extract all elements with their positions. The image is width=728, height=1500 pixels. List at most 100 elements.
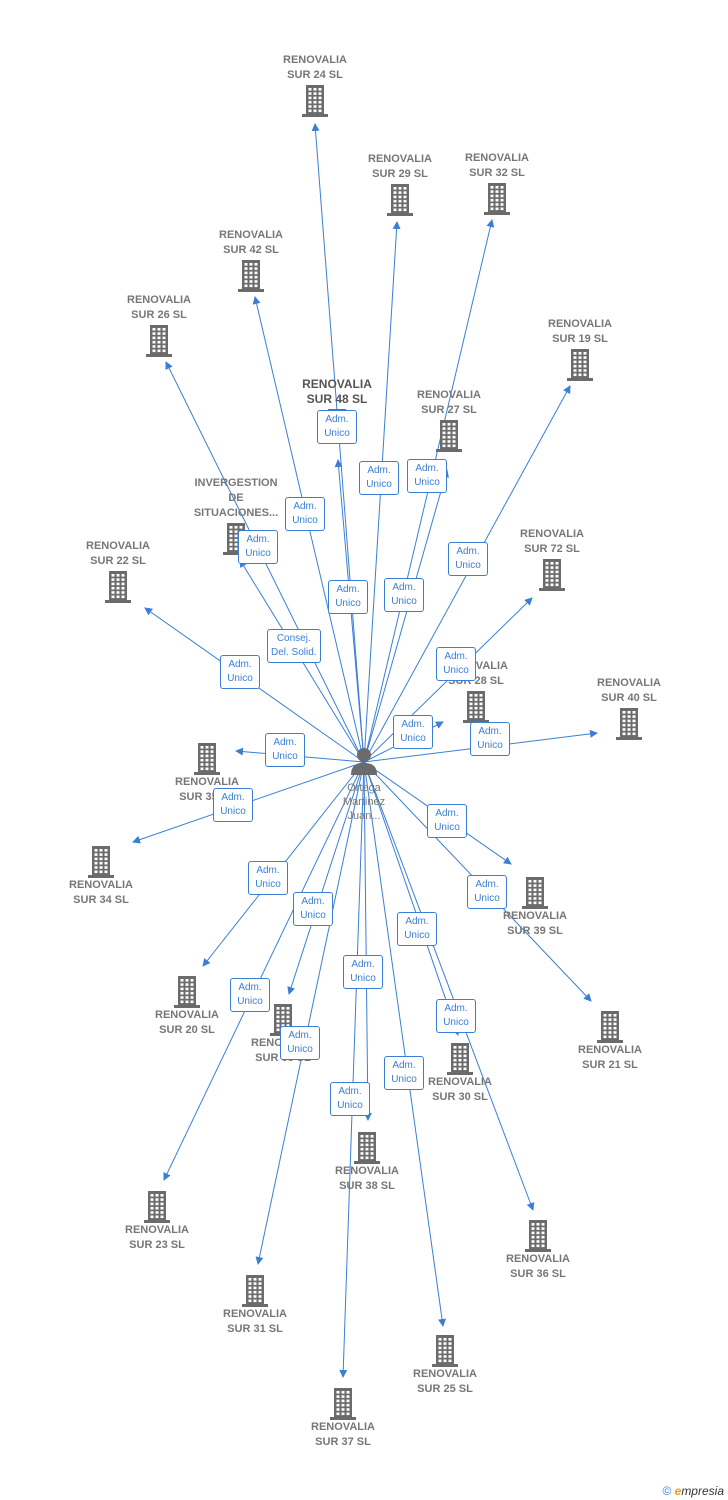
role-badge-sur39[interactable]: Adm. Unico [427, 804, 467, 838]
copyright-symbol: © [662, 1484, 672, 1498]
building-icon [597, 1011, 623, 1043]
company-label: RENOVALIA SUR 32 SL [465, 152, 529, 179]
company-node-sur27[interactable]: RENOVALIA SUR 27 SL [384, 388, 514, 452]
building-icon [354, 1132, 380, 1164]
edge-sur38 [363, 761, 372, 1121]
edge-sur30 [363, 761, 460, 1036]
company-node-sur37[interactable]: RENOVALIA SUR 37 SL [278, 1386, 408, 1450]
company-node-sur42[interactable]: RENOVALIA SUR 42 SL [186, 228, 316, 292]
company-node-sur31[interactable]: RENOVALIA SUR 31 SL [190, 1273, 320, 1337]
building-icon [484, 183, 510, 215]
company-label: RENOVALIA SUR 22 SL [86, 540, 150, 567]
company-label: RENOVALIA SUR 40 SL [597, 677, 661, 704]
role-badge-sur48[interactable]: Adm. Unico [328, 580, 368, 614]
company-node-sur20[interactable]: RENOVALIA SUR 20 SL [122, 974, 252, 1038]
company-node-sur22[interactable]: RENOVALIA SUR 22 SL [53, 539, 183, 603]
role-badge-sur42[interactable]: Adm. Unico [285, 497, 325, 531]
company-label: RENOVALIA SUR 38 SL [335, 1165, 399, 1192]
edge-sur23 [163, 761, 365, 1181]
building-icon [567, 349, 593, 381]
person-icon [351, 748, 377, 775]
building-icon [539, 559, 565, 591]
building-icon [302, 85, 328, 117]
edge-sur25 [363, 761, 446, 1327]
building-icon [144, 1191, 170, 1223]
building-icon [242, 1275, 268, 1307]
role-badge-sur72[interactable]: Adm. Unico [436, 647, 476, 681]
role-badge-sur22[interactable]: Adm. Unico [220, 655, 260, 689]
person-name: Ortega Martinez Juan... [342, 782, 386, 822]
company-node-sur34[interactable]: RENOVALIA SUR 34 SL [36, 844, 166, 908]
footer-credit: © empresia [662, 1484, 724, 1498]
company-label: RENOVALIA SUR 37 SL [311, 1421, 375, 1448]
building-icon [432, 1335, 458, 1367]
role-badge-sur29[interactable]: Adm. Unico [359, 461, 399, 495]
role-badge-sur26[interactable]: Consej. Del. Solid. [267, 629, 321, 663]
role-badge-sur27[interactable]: Adm. Unico [384, 578, 424, 612]
company-node-sur36[interactable]: RENOVALIA SUR 36 SL [473, 1218, 603, 1282]
role-badge-sur37[interactable]: Adm. Unico [330, 1082, 370, 1116]
building-icon [447, 1043, 473, 1075]
role-badge-sur30[interactable]: Adm. Unico [397, 912, 437, 946]
company-node-invergestion[interactable]: INVERGESTION DE SITUACIONES... [171, 476, 301, 555]
company-node-sur24[interactable]: RENOVALIA SUR 24 SL [250, 53, 380, 117]
company-label: RENOVALIA SUR 21 SL [578, 1044, 642, 1071]
building-icon [387, 184, 413, 216]
role-badge-sur25[interactable]: Adm. Unico [384, 1056, 424, 1090]
role-badge-sur35[interactable]: Adm. Unico [265, 733, 305, 767]
company-label: RENOVALIA SUR 25 SL [413, 1368, 477, 1395]
company-label: RENOVALIA SUR 36 SL [506, 1253, 570, 1280]
building-icon [238, 260, 264, 292]
company-label: RENOVALIA SUR 19 SL [548, 318, 612, 345]
company-label: RENOVALIA SUR 27 SL [417, 389, 481, 416]
company-label: RENOVALIA SUR 26 SL [127, 294, 191, 321]
company-node-sur25[interactable]: RENOVALIA SUR 25 SL [380, 1333, 510, 1397]
company-label: RENOVALIA SUR 31 SL [223, 1308, 287, 1335]
role-badge-sur36[interactable]: Adm. Unico [436, 999, 476, 1033]
company-node-sur32[interactable]: RENOVALIA SUR 32 SL [432, 151, 562, 215]
company-node-sur39[interactable]: RENOVALIA SUR 39 SL [470, 875, 600, 939]
role-badge-sur28[interactable]: Adm. Unico [393, 715, 433, 749]
role-badge-sur21[interactable]: Adm. Unico [467, 875, 507, 909]
company-node-sur40[interactable]: RENOVALIA SUR 40 SL [564, 676, 694, 740]
company-node-sur28[interactable]: RENOVALIA SUR 28 SL [411, 659, 541, 723]
role-badge-sur40[interactable]: Adm. Unico [470, 722, 510, 756]
person-node[interactable]: Ortega Martinez Juan... [319, 746, 409, 823]
role-badge-sur33[interactable]: Adm. Unico [293, 892, 333, 926]
building-icon [174, 976, 200, 1008]
edge-sur33 [287, 761, 365, 995]
role-badge-sur23[interactable]: Adm. Unico [230, 978, 270, 1012]
company-node-sur29[interactable]: RENOVALIA SUR 29 SL [335, 152, 465, 216]
company-label: RENOVALIA SUR 34 SL [69, 879, 133, 906]
company-label: RENOVALIA SUR 29 SL [368, 153, 432, 180]
building-icon [463, 691, 489, 723]
building-icon [330, 1388, 356, 1420]
brand-logo[interactable]: empresia [674, 1484, 724, 1498]
role-badge-sur38[interactable]: Adm. Unico [343, 955, 383, 989]
company-node-sur26[interactable]: RENOVALIA SUR 26 SL [94, 293, 224, 357]
role-badge-invergestion[interactable]: Adm. Unico [238, 530, 278, 564]
company-node-sur38[interactable]: RENOVALIA SUR 38 SL [302, 1130, 432, 1194]
role-badge-sur19[interactable]: Adm. Unico [448, 542, 488, 576]
building-icon [436, 420, 462, 452]
company-label: RENOVALIA SUR 42 SL [219, 229, 283, 256]
company-label: RENOVALIA SUR 72 SL [520, 528, 584, 555]
role-badge-sur20[interactable]: Adm. Unico [248, 861, 288, 895]
role-badge-sur32[interactable]: Adm. Unico [407, 459, 447, 493]
company-label: INVERGESTION DE SITUACIONES... [193, 477, 279, 519]
edge-sur37 [339, 761, 365, 1378]
company-label: RENOVALIA SUR 48 SL [302, 377, 372, 406]
company-node-sur19[interactable]: RENOVALIA SUR 19 SL [515, 317, 645, 381]
building-icon [146, 325, 172, 357]
company-label: RENOVALIA SUR 24 SL [283, 54, 347, 81]
company-node-sur30[interactable]: RENOVALIA SUR 30 SL [395, 1041, 525, 1105]
company-node-sur21[interactable]: RENOVALIA SUR 21 SL [545, 1009, 675, 1073]
company-label: RENOVALIA SUR 28 SL [444, 660, 508, 687]
role-badge-sur24[interactable]: Adm. Unico [317, 410, 357, 444]
company-node-sur72[interactable]: RENOVALIA SUR 72 SL [487, 527, 617, 591]
building-icon [194, 743, 220, 775]
company-node-sur23[interactable]: RENOVALIA SUR 23 SL [92, 1189, 222, 1253]
role-badge-sur31[interactable]: Adm. Unico [280, 1026, 320, 1060]
company-label: RENOVALIA SUR 30 SL [428, 1076, 492, 1103]
role-badge-sur34[interactable]: Adm. Unico [213, 788, 253, 822]
